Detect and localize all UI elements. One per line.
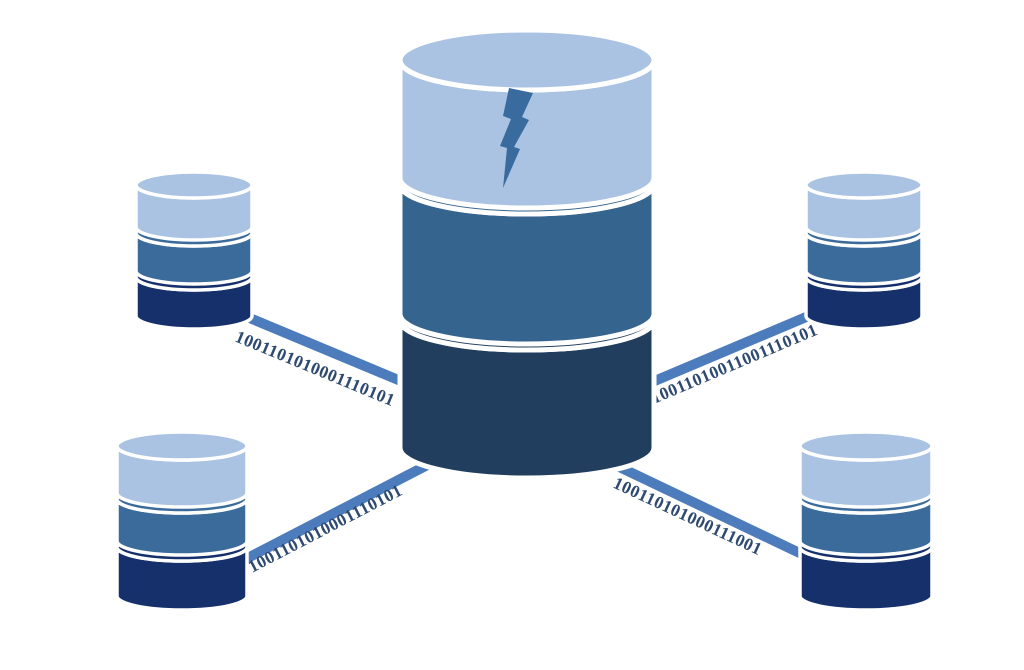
lightning-bolt-icon [500, 88, 533, 188]
cylinder-top-ellipse [397, 27, 657, 93]
cylinder-top-ellipse [798, 430, 934, 462]
satellite-segment-top [115, 430, 249, 509]
satellite-segment-top [798, 430, 934, 509]
satellite-database-top-left [134, 170, 254, 331]
satellite-database-top-right [804, 170, 924, 331]
cylinder-top-ellipse [804, 170, 924, 200]
cylinder-top-ellipse [115, 430, 249, 462]
binary-label-bottom-right: 100110101000111001 [610, 472, 765, 559]
central-database [397, 27, 657, 481]
satellite-segment-top [134, 170, 254, 242]
cylinder-top-ellipse [134, 170, 254, 200]
satellite-database-bottom-left [115, 430, 249, 612]
binary-label-bottom-left: 1001101010001110101 [245, 480, 406, 577]
satellite-segment-top [804, 170, 924, 242]
satellite-database-bottom-right [798, 430, 934, 612]
binary-label-top-right: 10011010011001110101 [648, 319, 821, 407]
central-segment-top [397, 27, 657, 211]
